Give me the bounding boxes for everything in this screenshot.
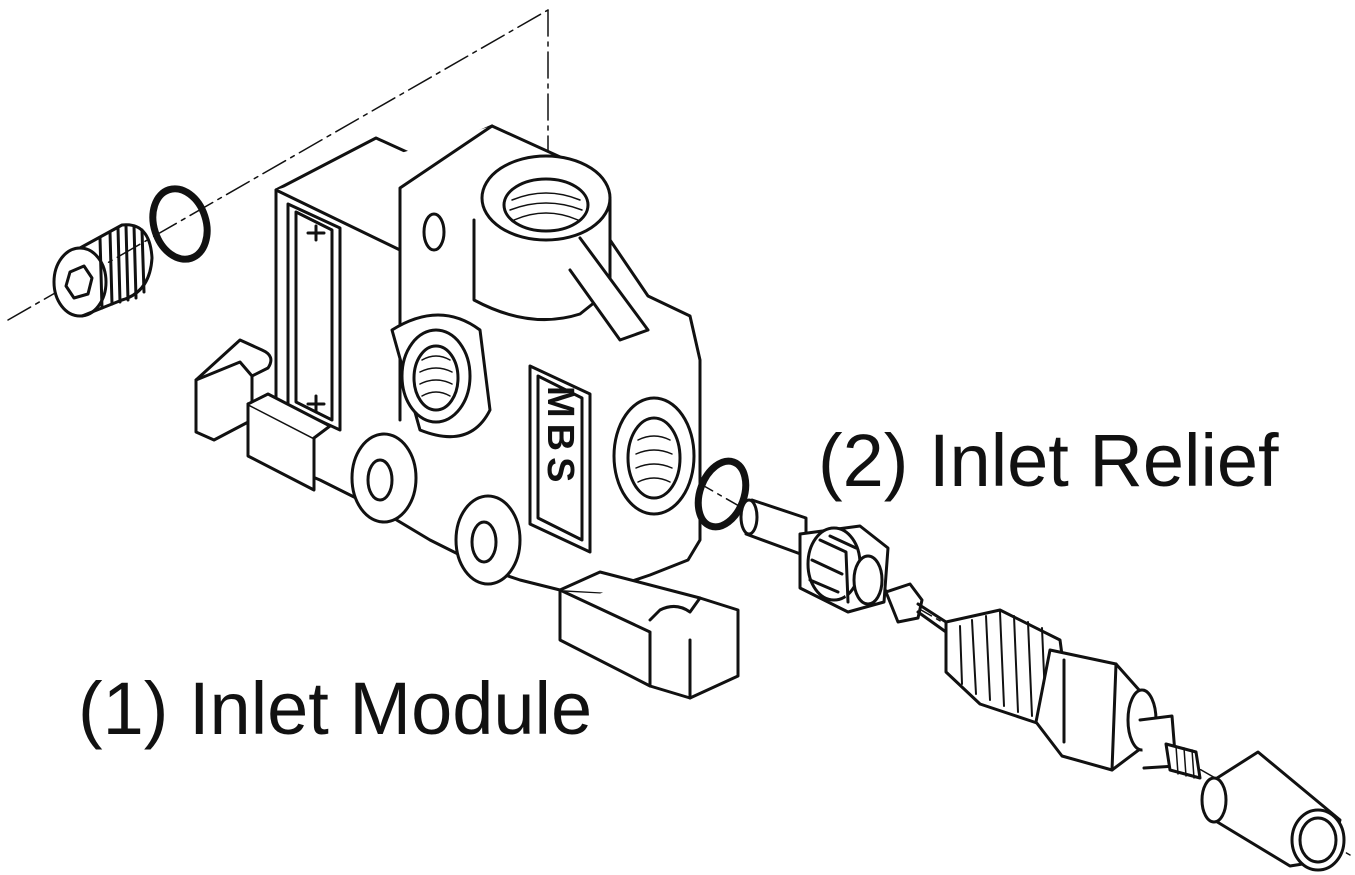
o-ring-upper <box>149 185 211 263</box>
inlet-module-label: (1) Inlet Module <box>78 667 593 750</box>
mbs-logo: MBS <box>539 386 581 488</box>
inlet-module-body <box>194 124 740 700</box>
inlet-relief-label: (2) Inlet Relief <box>818 419 1279 502</box>
plug-fitting <box>52 223 154 318</box>
inlet-relief-assembly <box>739 498 1346 872</box>
o-ring-lower <box>694 457 750 531</box>
